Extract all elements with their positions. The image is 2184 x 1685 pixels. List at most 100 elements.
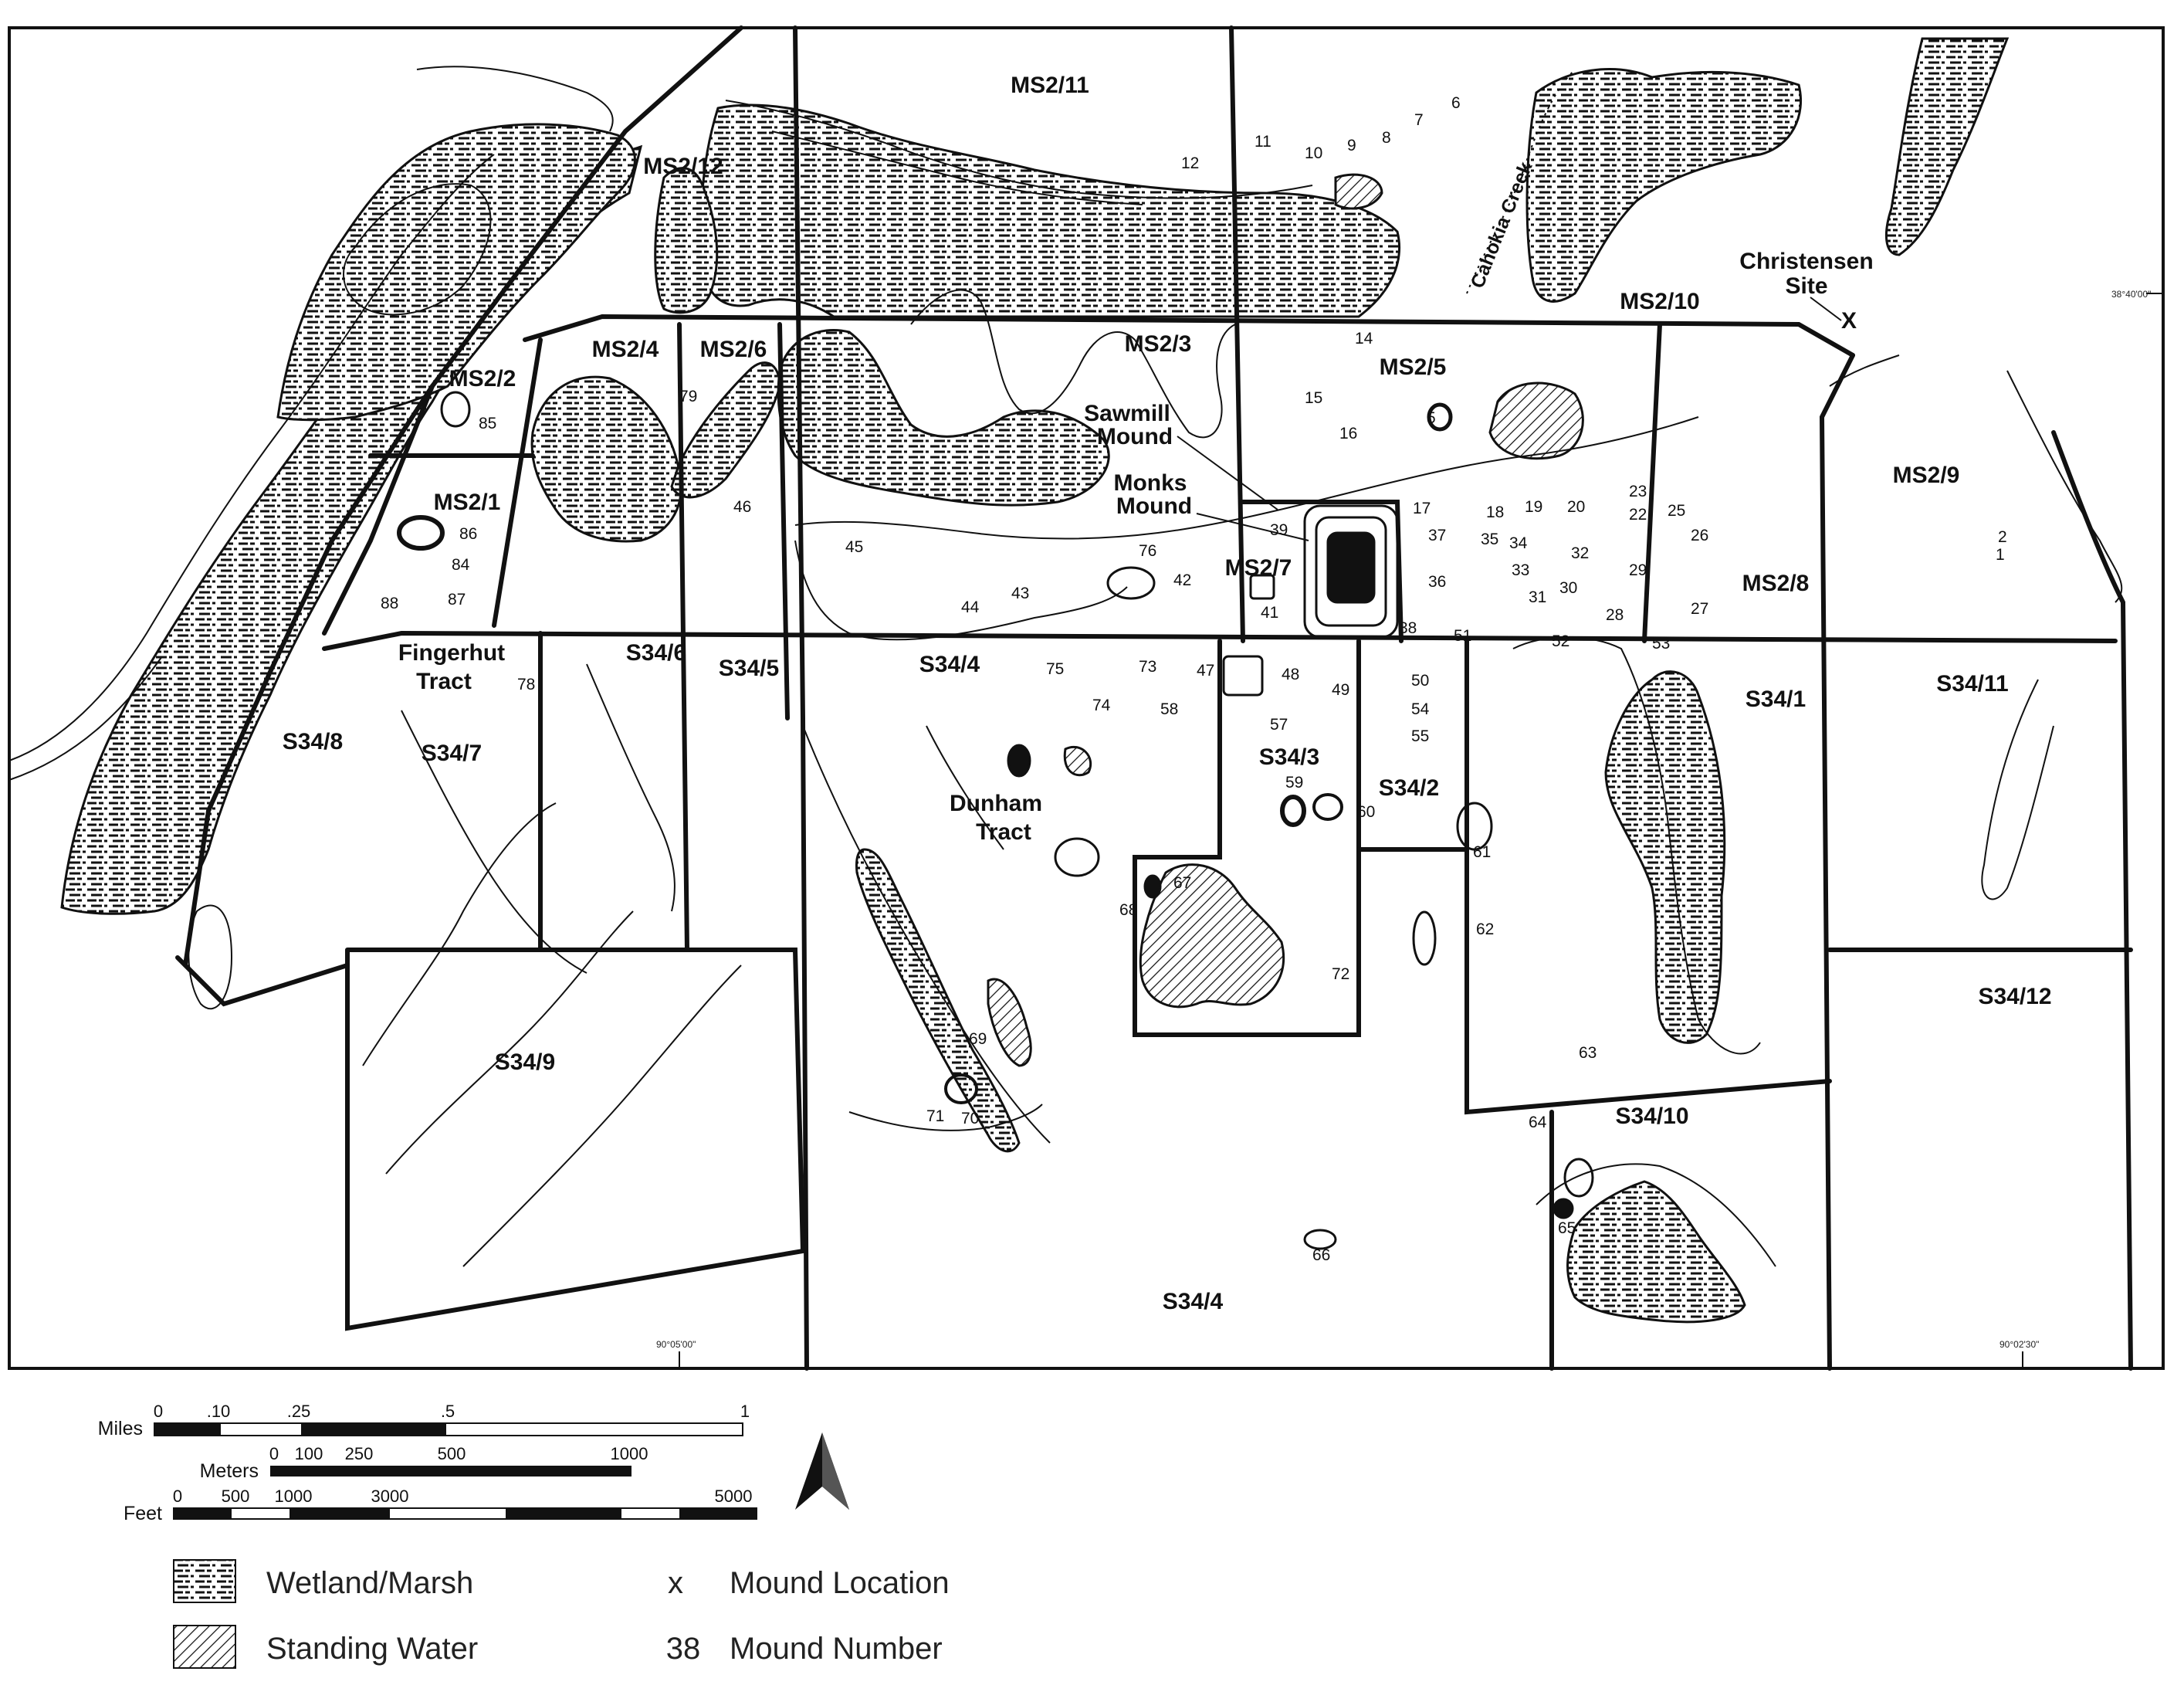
mound-number-75: 75: [1046, 660, 1064, 678]
scale-miles-seg-1: [154, 1423, 221, 1436]
contour-ms2-3-meander: [910, 289, 1236, 439]
mound-number-47: 47: [1197, 662, 1214, 680]
scale-meters-name: Meters: [200, 1460, 259, 1482]
mound-number-59: 59: [1285, 774, 1303, 792]
mound-number-17: 17: [1413, 500, 1431, 517]
mound-number-44: 44: [961, 598, 980, 616]
mound-number-85: 85: [479, 415, 496, 432]
boundary-s34-9: [345, 948, 806, 1331]
mound-number-84: 84: [452, 556, 470, 574]
monks-mound: [1303, 504, 1399, 639]
contour-s34-10: [1536, 1163, 1776, 1267]
boundary-ms2-2-east: [492, 337, 543, 628]
mound-number-31: 31: [1529, 588, 1546, 606]
boundary-west-diagonal-outer: [183, 25, 743, 968]
scale-feet-tick-0: 0: [173, 1487, 182, 1506]
place-sawmill-mound: Mound: [1097, 424, 1173, 449]
mound-number-45: 45: [845, 538, 863, 556]
boundary-east-arc: [2051, 430, 2133, 1371]
water-north-small: [1334, 173, 1383, 210]
contour-s34-9-b: [385, 910, 634, 1175]
place-christensen-marker: X: [1841, 308, 1857, 334]
mound-number-41: 41: [1261, 604, 1278, 622]
section-label-s34-12: S34/12: [1978, 984, 2051, 1009]
mound-number-74: 74: [1092, 697, 1111, 714]
leader-sawmill: [1177, 436, 1278, 510]
section-label-s34-2: S34/2: [1379, 775, 1439, 801]
contour-south-2: [926, 725, 1004, 850]
mound-48-outline: [1222, 655, 1264, 697]
wetland-ms2-12: [654, 167, 719, 314]
place-dunham-tract: Tract: [976, 819, 1031, 845]
mound-number-60: 60: [1357, 803, 1375, 821]
boundary-main-row: [322, 630, 2118, 651]
mound-number-52: 52: [1552, 632, 1569, 650]
scale-feet-seg-2: [290, 1508, 390, 1519]
section-label-ms2-12: MS2/12: [643, 154, 723, 179]
scale-feet-name: Feet: [124, 1503, 162, 1524]
boundary-col-s34-4-inner: [1133, 639, 1361, 1037]
water-s34-3: [1139, 863, 1285, 1009]
scale-feet-tick-1: 500: [222, 1487, 250, 1506]
section-label-ms2-10: MS2/10: [1620, 289, 1699, 314]
mound-number-58: 58: [1160, 700, 1178, 718]
section-label-s34-4: S34/4: [919, 652, 980, 677]
section-label-ms2-7: MS2/7: [1225, 555, 1292, 581]
mound-67-outline: [1143, 874, 1162, 899]
scale-feet-seg-4: [679, 1508, 757, 1519]
coord-bottom-right: 90°02'30": [1999, 1339, 2039, 1350]
water-dunham-strip: [987, 978, 1032, 1067]
section-label-s34-9: S34/9: [495, 1049, 555, 1075]
section-labels: MS2/11 MS2/12 MS2/4 MS2/6 MS2/3 MS2/5 MS…: [283, 73, 2052, 1314]
scale-bars: Miles 0 .10 .25 .5 1 Meters 0 100 250 50…: [98, 1402, 757, 1524]
mound-number-66: 66: [1312, 1246, 1330, 1264]
place-dunham: Dunham: [950, 791, 1042, 816]
legend: Wetland/Marsh Standing Water x Mound Loc…: [173, 1559, 950, 1669]
mound-number-57: 57: [1270, 716, 1288, 734]
section-boundaries: [175, 25, 2133, 1371]
section-label-ms2-6: MS2/6: [700, 337, 767, 362]
boundary-west-diagonal-inner: [322, 384, 435, 636]
section-label-ms2-9: MS2/9: [1893, 463, 1960, 488]
boundary-north-row-top: [523, 314, 1855, 358]
section-label-s34-3: S34/3: [1259, 744, 1319, 770]
scale-miles-tick-0: 0: [154, 1402, 163, 1421]
mound-number-72: 72: [1332, 965, 1349, 983]
wetland-northwest-block: [276, 123, 636, 422]
section-label-s34-1: S34/1: [1746, 687, 1806, 712]
mound-number-79: 79: [679, 388, 697, 405]
mound-number-20: 20: [1567, 498, 1585, 516]
wetland-northeast-creek: [1525, 68, 1803, 303]
monks-mound-core: [1326, 531, 1376, 604]
scale-feet-tick-4: 5000: [715, 1487, 753, 1506]
mound-number-65: 65: [1558, 1219, 1576, 1237]
standing-water-areas: [987, 173, 1584, 1067]
mound-number-86: 86: [459, 525, 477, 543]
scale-miles-tick-4: 1: [740, 1402, 750, 1421]
leader-monks: [1196, 513, 1309, 541]
place-sawmill: Sawmill: [1084, 401, 1170, 426]
legend-mound-number-sample: 38: [666, 1632, 701, 1666]
scale-feet-bar: [173, 1507, 757, 1520]
section-label-ms2-2: MS2/2: [449, 366, 516, 392]
mound-number-64: 64: [1529, 1114, 1547, 1131]
section-label-ms2-4: MS2/4: [592, 337, 659, 362]
scale-meters-bar: [270, 1466, 631, 1476]
mound-number-51: 51: [1454, 627, 1471, 645]
mound-number-78: 78: [517, 676, 535, 693]
mound-number-23: 23: [1629, 483, 1647, 500]
mound-66-outline: [1303, 1229, 1337, 1250]
mound-number-28: 28: [1606, 606, 1624, 624]
scale-meters-tick-0: 0: [269, 1444, 279, 1463]
scale-meters-tick-4: 1000: [611, 1444, 648, 1463]
mound-number-54: 54: [1411, 700, 1430, 718]
boundary-col-ms2-4-east: [677, 322, 689, 952]
section-label-s34-7: S34/7: [422, 741, 482, 766]
mound-number-34: 34: [1509, 534, 1528, 552]
mound-number-14: 14: [1355, 330, 1373, 348]
contour-s34-9-a: [362, 802, 557, 1066]
section-label-ms2-11: MS2/11: [1011, 73, 1089, 98]
mound-number-25: 25: [1668, 502, 1685, 520]
mound-number-19: 19: [1525, 498, 1542, 516]
boundary-col-ms2-6-east: [777, 322, 790, 720]
